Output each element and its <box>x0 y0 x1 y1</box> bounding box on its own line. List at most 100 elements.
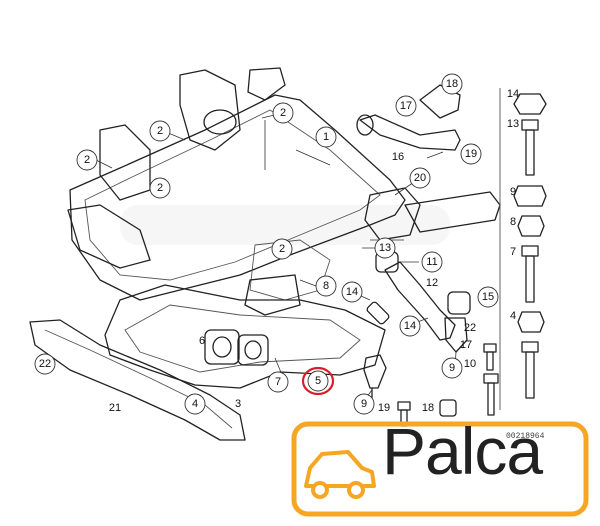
callout-14: 14 <box>341 281 363 303</box>
callout-6: 6 <box>199 335 205 347</box>
callout-number: 13 <box>379 242 391 254</box>
palca-logo <box>291 421 589 517</box>
callout-16: 16 <box>392 151 404 163</box>
callout-number: 2 <box>157 125 163 137</box>
callout-17: 17 <box>460 339 472 351</box>
callout-3: 3 <box>235 398 241 410</box>
callout-1: 1 <box>315 126 337 148</box>
callout-number: 21 <box>109 402 121 414</box>
callout-18: 18 <box>441 73 463 95</box>
callout-number: 9 <box>510 186 516 198</box>
callout-bubble <box>272 102 294 124</box>
callout-21: 21 <box>109 402 121 414</box>
callout-9: 9 <box>441 357 463 379</box>
callout-9: 9 <box>510 186 516 198</box>
callout-number: 18 <box>446 78 458 90</box>
callout-5: 5 <box>307 370 329 392</box>
callout-bubble <box>76 149 98 171</box>
ball-joint <box>363 317 468 398</box>
callout-number: 10 <box>464 358 476 370</box>
brand-name: Palca <box>382 414 543 488</box>
callout-11: 11 <box>421 251 443 273</box>
callout-bubble <box>271 238 293 260</box>
document-id: 00218964 <box>506 432 545 441</box>
callout-18: 18 <box>422 402 434 414</box>
callout-number: 2 <box>157 182 163 194</box>
logo-frame <box>291 421 589 517</box>
callout-number: 19 <box>378 402 390 414</box>
callout-number: 12 <box>426 277 438 289</box>
callout-bubble <box>184 393 206 415</box>
callout-bubble <box>460 143 482 165</box>
callout-number: 16 <box>392 151 404 163</box>
callout-bubble <box>374 237 396 259</box>
callout-number: 4 <box>510 310 516 322</box>
callout-number: 22 <box>464 322 476 334</box>
callout-22: 22 <box>464 322 476 334</box>
callout-bubble <box>353 393 375 415</box>
callout-number: 9 <box>361 398 367 410</box>
callout-20: 20 <box>409 167 431 189</box>
callout-bubble <box>341 281 363 303</box>
upper-control-arm <box>356 84 461 151</box>
callout-2: 2 <box>271 238 293 260</box>
callout-22: 22 <box>34 353 56 375</box>
hardware-column <box>397 88 547 427</box>
callout-bubble <box>149 120 171 142</box>
callout-number: 22 <box>39 358 51 370</box>
callout-number: 14 <box>346 286 358 298</box>
callout-bubble <box>34 353 56 375</box>
callout-bubble <box>409 167 431 189</box>
callout-2: 2 <box>149 177 171 199</box>
callout-4: 4 <box>510 310 516 322</box>
callout-7: 7 <box>267 371 289 393</box>
callout-number: 8 <box>323 280 329 292</box>
callout-bubble <box>307 370 329 392</box>
callout-2: 2 <box>272 102 294 124</box>
callout-19: 19 <box>460 143 482 165</box>
callout-bubble <box>149 177 171 199</box>
callout-bubble <box>315 126 337 148</box>
callout-7: 7 <box>510 246 516 258</box>
callout-13: 13 <box>374 237 396 259</box>
callout-number: 15 <box>482 291 494 303</box>
callout-bubble <box>477 286 499 308</box>
callout-14: 14 <box>399 315 421 337</box>
cross-brace <box>29 319 246 441</box>
car-icon <box>304 450 376 499</box>
callout-number: 4 <box>192 398 198 410</box>
callout-layer: 1222223445677889991011121313141414151617… <box>34 73 519 415</box>
front-subframe <box>67 67 501 316</box>
callout-bubble <box>421 251 443 273</box>
callout-19: 19 <box>378 402 390 414</box>
callout-number: 17 <box>460 339 472 351</box>
callout-bubble <box>441 357 463 379</box>
callout-number: 2 <box>280 107 286 119</box>
callout-4: 4 <box>184 393 206 415</box>
callout-13: 13 <box>507 118 519 130</box>
callout-12: 12 <box>426 277 438 289</box>
highlight-circle <box>301 366 335 396</box>
callout-number: 8 <box>510 216 516 228</box>
callout-bubble <box>399 315 421 337</box>
callout-number: 7 <box>510 246 516 258</box>
callout-8: 8 <box>510 216 516 228</box>
rubber-mounts <box>204 329 269 366</box>
callout-number: 19 <box>465 148 477 160</box>
callout-bubble <box>267 371 289 393</box>
callout-number: 5 <box>315 375 321 387</box>
callout-2: 2 <box>149 120 171 142</box>
callout-number: 11 <box>426 256 437 268</box>
callout-15: 15 <box>477 286 499 308</box>
callout-9: 9 <box>353 393 375 415</box>
callout-14: 14 <box>507 88 519 100</box>
callout-10: 10 <box>464 358 476 370</box>
callout-number: 7 <box>275 376 281 388</box>
callout-number: 2 <box>84 154 90 166</box>
callout-number: 14 <box>507 88 519 100</box>
watermark <box>120 205 450 245</box>
callout-number: 13 <box>507 118 519 130</box>
callout-number: 3 <box>235 398 241 410</box>
